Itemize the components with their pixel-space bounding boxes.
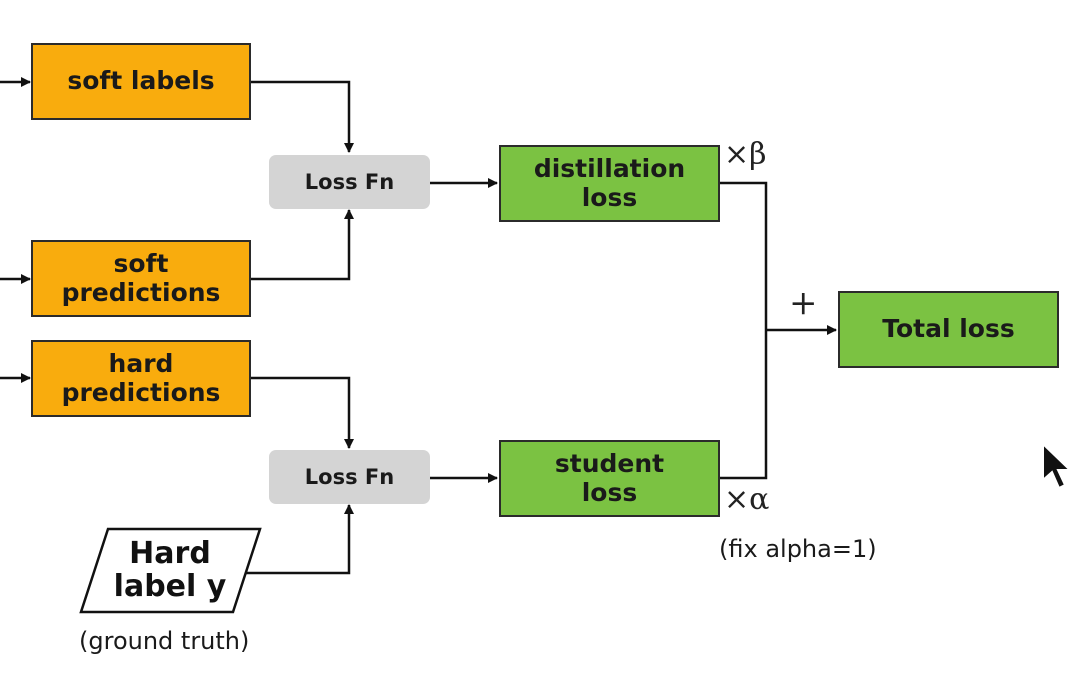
student-loss-label: student loss bbox=[554, 448, 665, 507]
alpha-weight-label: ×α bbox=[724, 482, 770, 517]
line-distillation-to-sum bbox=[720, 181, 768, 480]
student-loss-box: student loss bbox=[499, 440, 720, 517]
arrow-hard-predictions-to-loss-fn bbox=[251, 376, 354, 449]
loss-fn-top-box: Loss Fn bbox=[269, 155, 430, 209]
hard-label-parallelogram bbox=[79, 527, 262, 614]
arrow-soft-labels-to-loss-fn bbox=[251, 80, 354, 153]
plus-sign: + bbox=[789, 283, 818, 323]
hard-predictions-label: hard predictions bbox=[61, 348, 221, 407]
loss-fn-top-label: Loss Fn bbox=[304, 169, 395, 194]
beta-weight-label: ×β bbox=[724, 137, 767, 172]
soft-predictions-box: soft predictions bbox=[31, 240, 251, 317]
total-loss-box: Total loss bbox=[838, 291, 1059, 368]
mouse-cursor-icon bbox=[1042, 442, 1072, 490]
hard-label-text: Hard label y bbox=[113, 536, 227, 604]
arrow-soft-predictions-to-loss-fn bbox=[251, 209, 354, 281]
soft-predictions-label: soft predictions bbox=[61, 248, 221, 307]
distillation-loss-label: distillation loss bbox=[533, 153, 686, 212]
arrow-hard-label-to-loss-fn bbox=[245, 504, 354, 575]
loss-fn-bottom-box: Loss Fn bbox=[269, 450, 430, 504]
loss-fn-bottom-label: Loss Fn bbox=[304, 464, 395, 489]
fix-alpha-note: (fix alpha=1) bbox=[719, 535, 877, 563]
hard-predictions-box: hard predictions bbox=[31, 340, 251, 417]
soft-labels-box: soft labels bbox=[31, 43, 251, 120]
soft-labels-label: soft labels bbox=[67, 66, 215, 96]
distillation-loss-box: distillation loss bbox=[499, 145, 720, 222]
total-loss-label: Total loss bbox=[882, 314, 1015, 344]
ground-truth-note: (ground truth) bbox=[79, 627, 250, 655]
